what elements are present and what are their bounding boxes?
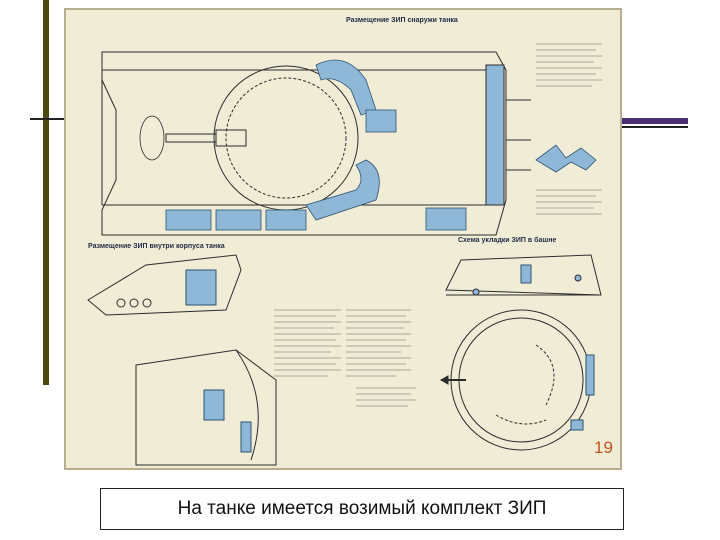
left-accent-bar <box>43 0 49 385</box>
detail-5 <box>535 144 597 173</box>
right-accent-bar <box>608 118 688 124</box>
legend-top <box>536 43 602 87</box>
right-accent-line <box>608 126 688 128</box>
caption-text: На танке имеется возимый комплект ЗИП <box>177 498 547 519</box>
slide-number: 19 <box>594 438 613 457</box>
hull-side-view <box>87 254 242 316</box>
hull-lower-view <box>135 349 277 466</box>
tank-spare-parts-poster: Размещение ЗИП снаружи танка <box>64 8 622 470</box>
legend-hull <box>274 309 411 377</box>
caption-box: На танке имеется возимый комплект ЗИП <box>100 488 624 530</box>
poster-drawing: Размещение ЗИП снаружи танка <box>87 17 602 466</box>
turret-top-view <box>439 309 595 451</box>
legend-right <box>536 189 602 215</box>
title-turret: Схема укладки ЗИП в башне <box>458 236 556 244</box>
title-hull: Размещение ЗИП внутри корпуса танка <box>88 243 225 250</box>
legend-turret <box>356 387 416 407</box>
turret-side-view <box>445 254 602 296</box>
spare-parts-top-view <box>139 59 467 231</box>
title-top: Размещение ЗИП снаружи танка <box>346 17 458 24</box>
